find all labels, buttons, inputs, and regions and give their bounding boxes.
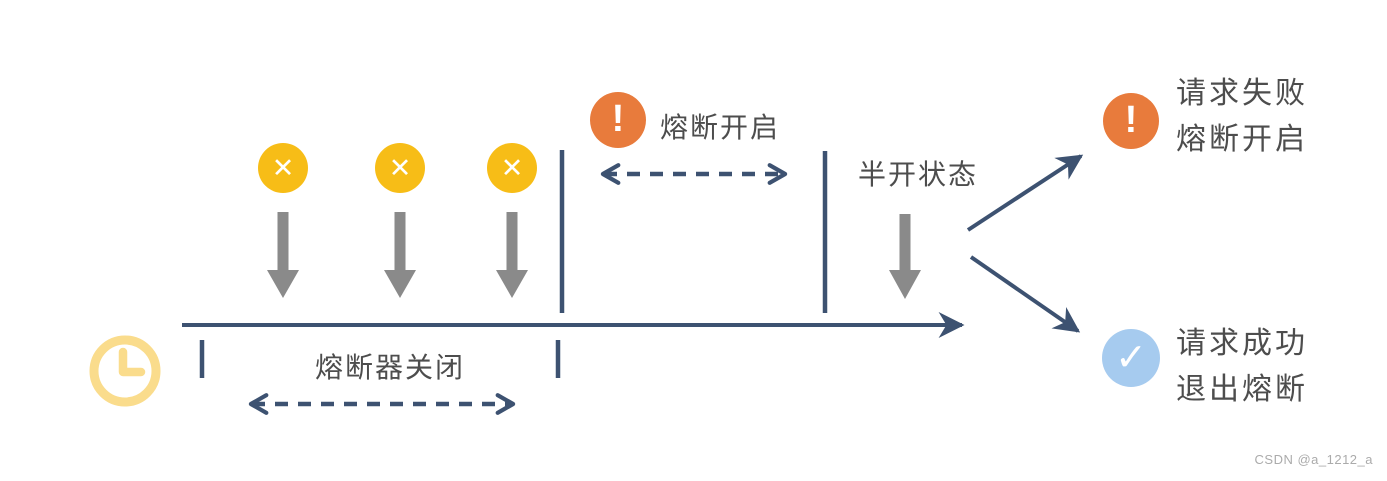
branch-arrow-success xyxy=(969,255,1081,333)
outcome-failure-alert-icon: ! xyxy=(1103,93,1159,149)
request-failed-icon: ✕ xyxy=(487,143,537,193)
breaker-open-alert-icon: ! xyxy=(590,92,646,148)
outcome-success-label: 请求成功 退出熔断 xyxy=(1176,321,1308,413)
outcome-success-line2: 退出熔断 xyxy=(1176,373,1308,406)
exclamation-icon: ! xyxy=(1124,98,1138,141)
failed-request-arrow-3 xyxy=(496,212,528,298)
outcome-success-check-icon: ✓ xyxy=(1102,329,1160,387)
closed-state-label: 熔断器关闭 xyxy=(314,352,466,383)
outcome-failure-line2: 熔断开启 xyxy=(1176,123,1308,156)
outcome-success-line1: 请求成功 xyxy=(1176,327,1308,360)
check-icon: ✓ xyxy=(1115,337,1147,379)
failed-request-arrow-2 xyxy=(384,212,416,298)
branch-arrow-failure xyxy=(966,154,1084,232)
outcome-failure-label: 请求失败 熔断开启 xyxy=(1176,71,1308,163)
outcome-failure-line1: 请求失败 xyxy=(1176,77,1308,110)
request-failed-icon: ✕ xyxy=(258,143,308,193)
open-state-label: 熔断开启 xyxy=(660,112,781,143)
x-icon: ✕ xyxy=(271,152,295,183)
half-open-request-arrow xyxy=(889,214,921,299)
x-icon: ✕ xyxy=(500,152,524,183)
clock-icon xyxy=(89,335,161,407)
watermark: CSDN @a_1212_a xyxy=(1254,452,1373,467)
exclamation-icon: ! xyxy=(611,97,625,140)
request-failed-icon: ✕ xyxy=(375,143,425,193)
x-icon: ✕ xyxy=(388,152,412,183)
failed-request-arrow-1 xyxy=(267,212,299,298)
half-open-state-label: 半开状态 xyxy=(857,159,979,190)
